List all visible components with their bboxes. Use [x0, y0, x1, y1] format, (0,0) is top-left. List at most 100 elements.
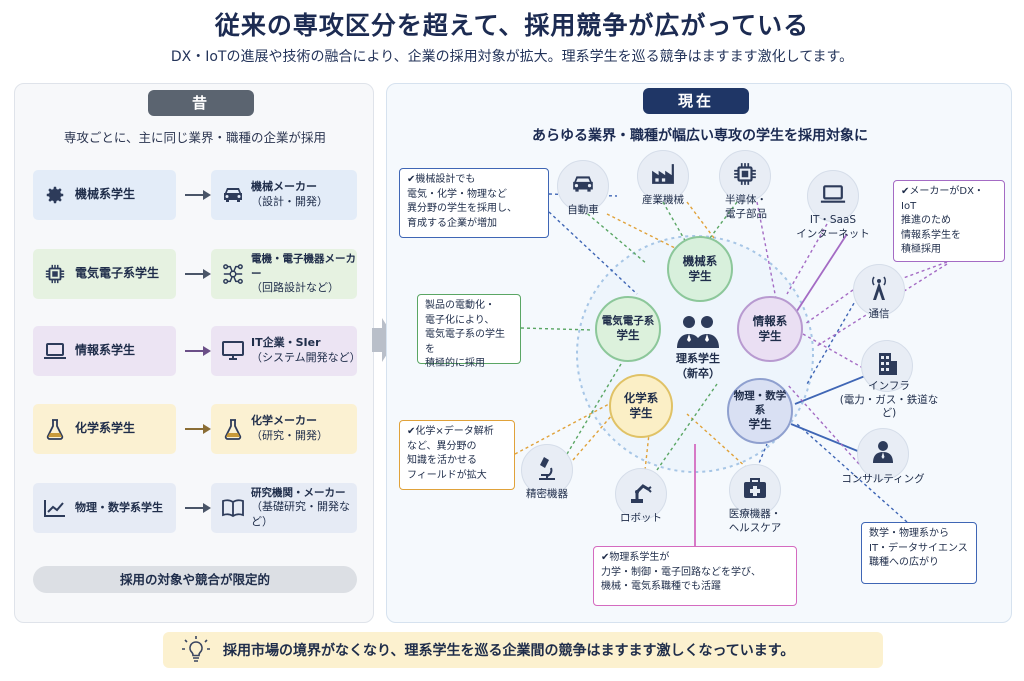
- connector-line: [548, 211, 638, 295]
- major-node-line1: 電気電子系: [601, 314, 655, 327]
- present-tag: 現在: [643, 88, 749, 114]
- flow-arrow: [185, 424, 211, 434]
- major-node-line1: 物理・数学系: [733, 389, 787, 416]
- connector-line: [804, 289, 854, 325]
- car-icon: [221, 183, 245, 207]
- past-tag: 昔: [148, 90, 254, 116]
- chip-icon: [43, 262, 67, 286]
- target-box-physics-math: 研究機関・メーカー （基礎研究・開発など）: [211, 483, 357, 533]
- connector-line: [706, 201, 738, 243]
- industry-label: インフラ (電力・ガス・鉄道など): [839, 380, 939, 420]
- target-label: IT企業・SIer: [251, 336, 321, 350]
- gear-icon: [43, 183, 67, 207]
- page-subtitle: DX・IoTの進展や技術の融合により、企業の採用対象が拡大。理系学生を巡る競争は…: [170, 49, 854, 65]
- flow-arrow: [185, 269, 211, 279]
- present-panel: 現在 あらゆる業界・職種が幅広い専攻の学生を採用対象に 理系学生 （新卒） 機械…: [386, 83, 1012, 623]
- target-box-mechanical: 機械メーカー （設計・開発）: [211, 170, 357, 220]
- lightbulb-icon: [181, 635, 211, 665]
- past-caption: 専攻ごとに、主に同じ業界・職種の企業が採用: [63, 130, 327, 145]
- connector-line: [796, 423, 908, 523]
- target-label: 化学メーカー: [251, 414, 317, 428]
- major-node-chemistry: 化学系学生: [609, 374, 673, 438]
- connector-line: [662, 201, 688, 245]
- major-node-line1: 機械系: [682, 254, 718, 269]
- target-label: 研究機関・メーカー: [251, 487, 346, 500]
- microscope-icon: [535, 455, 559, 485]
- major-node-line2: 学生: [629, 406, 653, 420]
- connector-line: [514, 403, 610, 455]
- past-panel: 昔 専攻ごとに、主に同じ業界・職種の企業が採用 機械系学生 機械メーカー （設計…: [14, 83, 374, 623]
- flask-icon: [221, 417, 245, 441]
- book-icon: [221, 496, 245, 520]
- major-node-line2: 学生: [616, 328, 640, 343]
- present-caption: あらゆる業界・職種が幅広い専攻の学生を採用対象に: [532, 128, 868, 144]
- major-node-information: 情報系学生: [737, 296, 803, 362]
- consultant-icon: [871, 439, 895, 469]
- building-icon: [875, 351, 899, 381]
- circuit-icon: [221, 262, 245, 286]
- industry-node-precision: [521, 444, 573, 496]
- industry-label: 通信: [868, 308, 890, 320]
- industry-node-telecom: [853, 264, 905, 316]
- center-label-line1: 理系学生: [676, 352, 720, 365]
- transition-arrow: [372, 318, 396, 366]
- connector-line: [582, 209, 648, 265]
- connector-line: [786, 223, 828, 295]
- connector-line: [886, 261, 948, 285]
- laptop-icon: [43, 339, 67, 363]
- target-sublabel: （回路設計など）: [251, 280, 339, 294]
- industry-node-consulting: [857, 428, 909, 480]
- past-summary-pill: 採用の対象や競合が限定的: [33, 566, 357, 593]
- major-node-line1: 情報系: [752, 314, 788, 329]
- chip-icon: [732, 161, 758, 191]
- flow-arrow: [185, 190, 211, 200]
- connector-line: [644, 433, 650, 471]
- antenna-icon: [867, 274, 891, 306]
- page-title: 従来の専攻区分を超えて、採用競争が広がっている: [214, 11, 810, 40]
- connector-line: [566, 353, 628, 455]
- major-box-physics-math: 物理・数学系学生: [33, 483, 176, 533]
- industry-node-infrastructure: [861, 340, 913, 392]
- industry-node-machinery: [637, 150, 689, 202]
- car-icon: [569, 172, 597, 200]
- medical-kit-icon: [742, 476, 768, 504]
- industry-node-automobile: [557, 160, 609, 212]
- footer-text: 採用市場の境界がなくなり、理系学生を巡る企業間の競争はますます激しくなっています…: [223, 643, 795, 659]
- target-label: 機械メーカー: [251, 180, 317, 194]
- target-label: 電機・電子機器メーカー: [251, 253, 356, 280]
- flow-arrow: [185, 503, 211, 513]
- major-label: 電気電子系学生: [75, 266, 160, 281]
- connector-line: [686, 201, 718, 243]
- callout-physics: ✔物理系学生が 力学・制御・電子回路などを学び、 機械・電気系職種でも活躍: [593, 546, 797, 606]
- target-sublabel: （研究・開発）: [251, 429, 328, 442]
- industry-label: 精密機器: [526, 488, 568, 500]
- connector-line: [572, 413, 614, 461]
- industry-label: IT・SaaS インターネット: [796, 214, 870, 240]
- footer-banner: 採用市場の境界がなくなり、理系学生を巡る企業間の競争はますます激しくなっています…: [163, 632, 883, 668]
- major-label: 情報系学生: [75, 343, 136, 358]
- industry-label: 医療機器・ ヘルスケア: [728, 508, 782, 534]
- industry-node-medical: [729, 464, 781, 516]
- students-icon: [675, 314, 721, 354]
- connector-line: [520, 327, 594, 331]
- industry-label: ロボット: [620, 512, 662, 524]
- connector-line: [794, 233, 848, 315]
- industry-node-semiconductor: [719, 150, 771, 202]
- callout-maker: ✔メーカーがDX・IoT 推進のため 情報系学生を 積極採用: [893, 180, 1005, 262]
- center-label-line2: （新卒）: [676, 366, 720, 380]
- factory-icon: [649, 162, 677, 190]
- connector-line: [756, 443, 768, 469]
- chart-icon: [43, 496, 67, 520]
- connector-line: [756, 201, 778, 305]
- flow-arrow: [185, 346, 211, 356]
- industry-node-robot: [615, 468, 667, 520]
- center-label: 理系学生 （新卒）: [655, 352, 741, 382]
- callout-mechanical: ✔機械設計でも 電気・化学・物理など 異分野の学生を採用し、 育成する企業が増加: [399, 168, 549, 238]
- connector-line: [816, 263, 948, 347]
- industry-label: コンサルティング: [841, 473, 925, 485]
- industry-label: 自動車: [567, 204, 599, 216]
- major-node-physics-math: 物理・数学系学生: [727, 378, 793, 444]
- target-sublabel: （基礎研究・開発など）: [251, 500, 350, 529]
- major-box-electrical: 電気電子系学生: [33, 249, 176, 299]
- callout-electrical: 製品の電動化・ 電子化により、 電気電子系の学生を 積極的に採用: [417, 294, 521, 369]
